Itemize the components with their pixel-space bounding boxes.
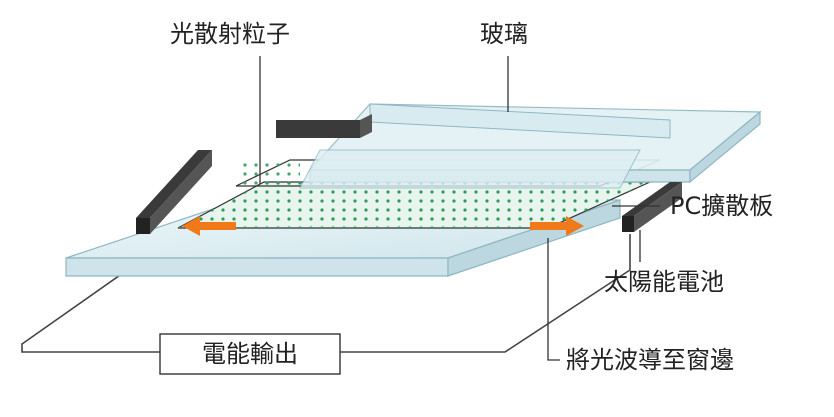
label-pc-diffuser: PC擴散板: [670, 192, 773, 220]
label-power-output: 電能輸出: [202, 340, 298, 368]
label-guide-light: 將光波導至窗邊: [566, 346, 734, 374]
leader-lines: [259, 56, 660, 361]
arrow-right: [530, 216, 584, 236]
solar-cell-top: [276, 114, 372, 138]
solar-cell-right: [622, 182, 682, 232]
glass-pane: [299, 103, 762, 189]
arrow-left: [182, 216, 236, 236]
power-output-box: 電能輸出: [159, 333, 341, 375]
label-glass: 玻璃: [480, 20, 528, 48]
label-solar-cell: 太陽能電池: [604, 268, 724, 296]
solar-cell-left: [136, 150, 212, 234]
label-light-scattering-particles: 光散射粒子: [170, 20, 290, 48]
